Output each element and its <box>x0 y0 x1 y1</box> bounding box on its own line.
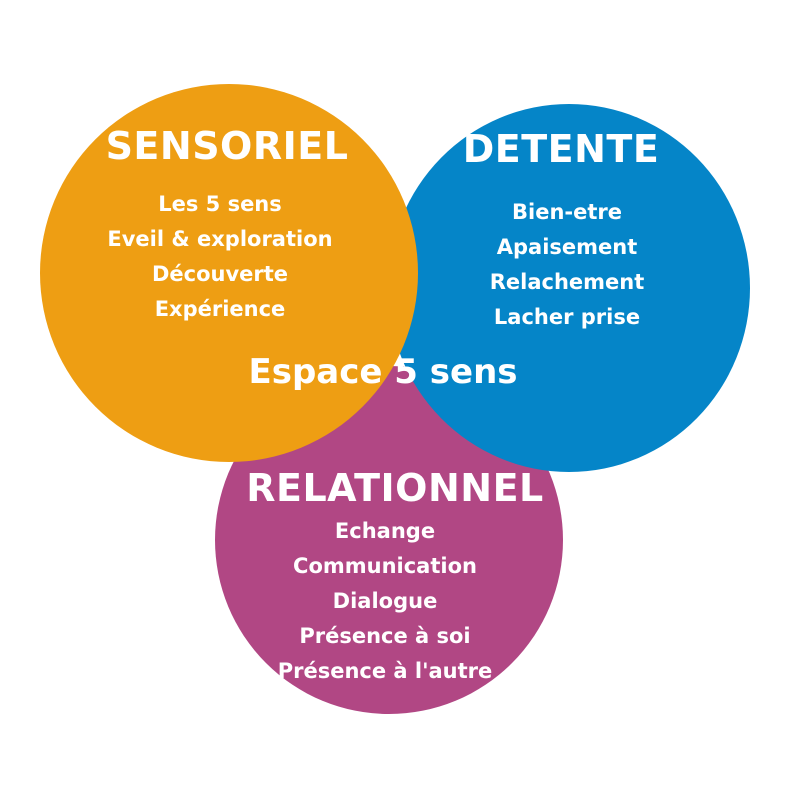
detente-items: Bien-etre Apaisement Relachement Lacher … <box>490 195 645 335</box>
list-item: Lacher prise <box>493 305 641 329</box>
list-item: Apaisement <box>496 235 638 259</box>
list-item: Découverte <box>151 262 289 286</box>
list-item: Communication <box>293 554 477 578</box>
detente-title: DETENTE <box>462 127 660 171</box>
list-item: Présence à soi <box>299 624 471 648</box>
sensoriel-title: SENSORIEL <box>105 124 349 168</box>
detente-circle <box>388 104 750 472</box>
relationnel-title: RELATIONNEL <box>246 466 544 510</box>
sensoriel-items: Les 5 sens Eveil & exploration Découvert… <box>107 187 332 327</box>
sensoriel-circle <box>40 84 418 462</box>
list-item: Relachement <box>489 270 645 294</box>
list-item: Présence à l'autre <box>277 659 493 683</box>
list-item: Dialogue <box>332 589 438 613</box>
list-item: Echange <box>334 519 436 543</box>
center-label: Espace 5 sens <box>248 352 518 392</box>
relationnel-items: Echange Communication Dialogue Présence … <box>278 514 493 689</box>
list-item: Expérience <box>154 297 286 321</box>
list-item: Bien-etre <box>511 200 622 224</box>
list-item: Eveil & exploration <box>107 227 333 251</box>
list-item: Les 5 sens <box>158 192 282 216</box>
